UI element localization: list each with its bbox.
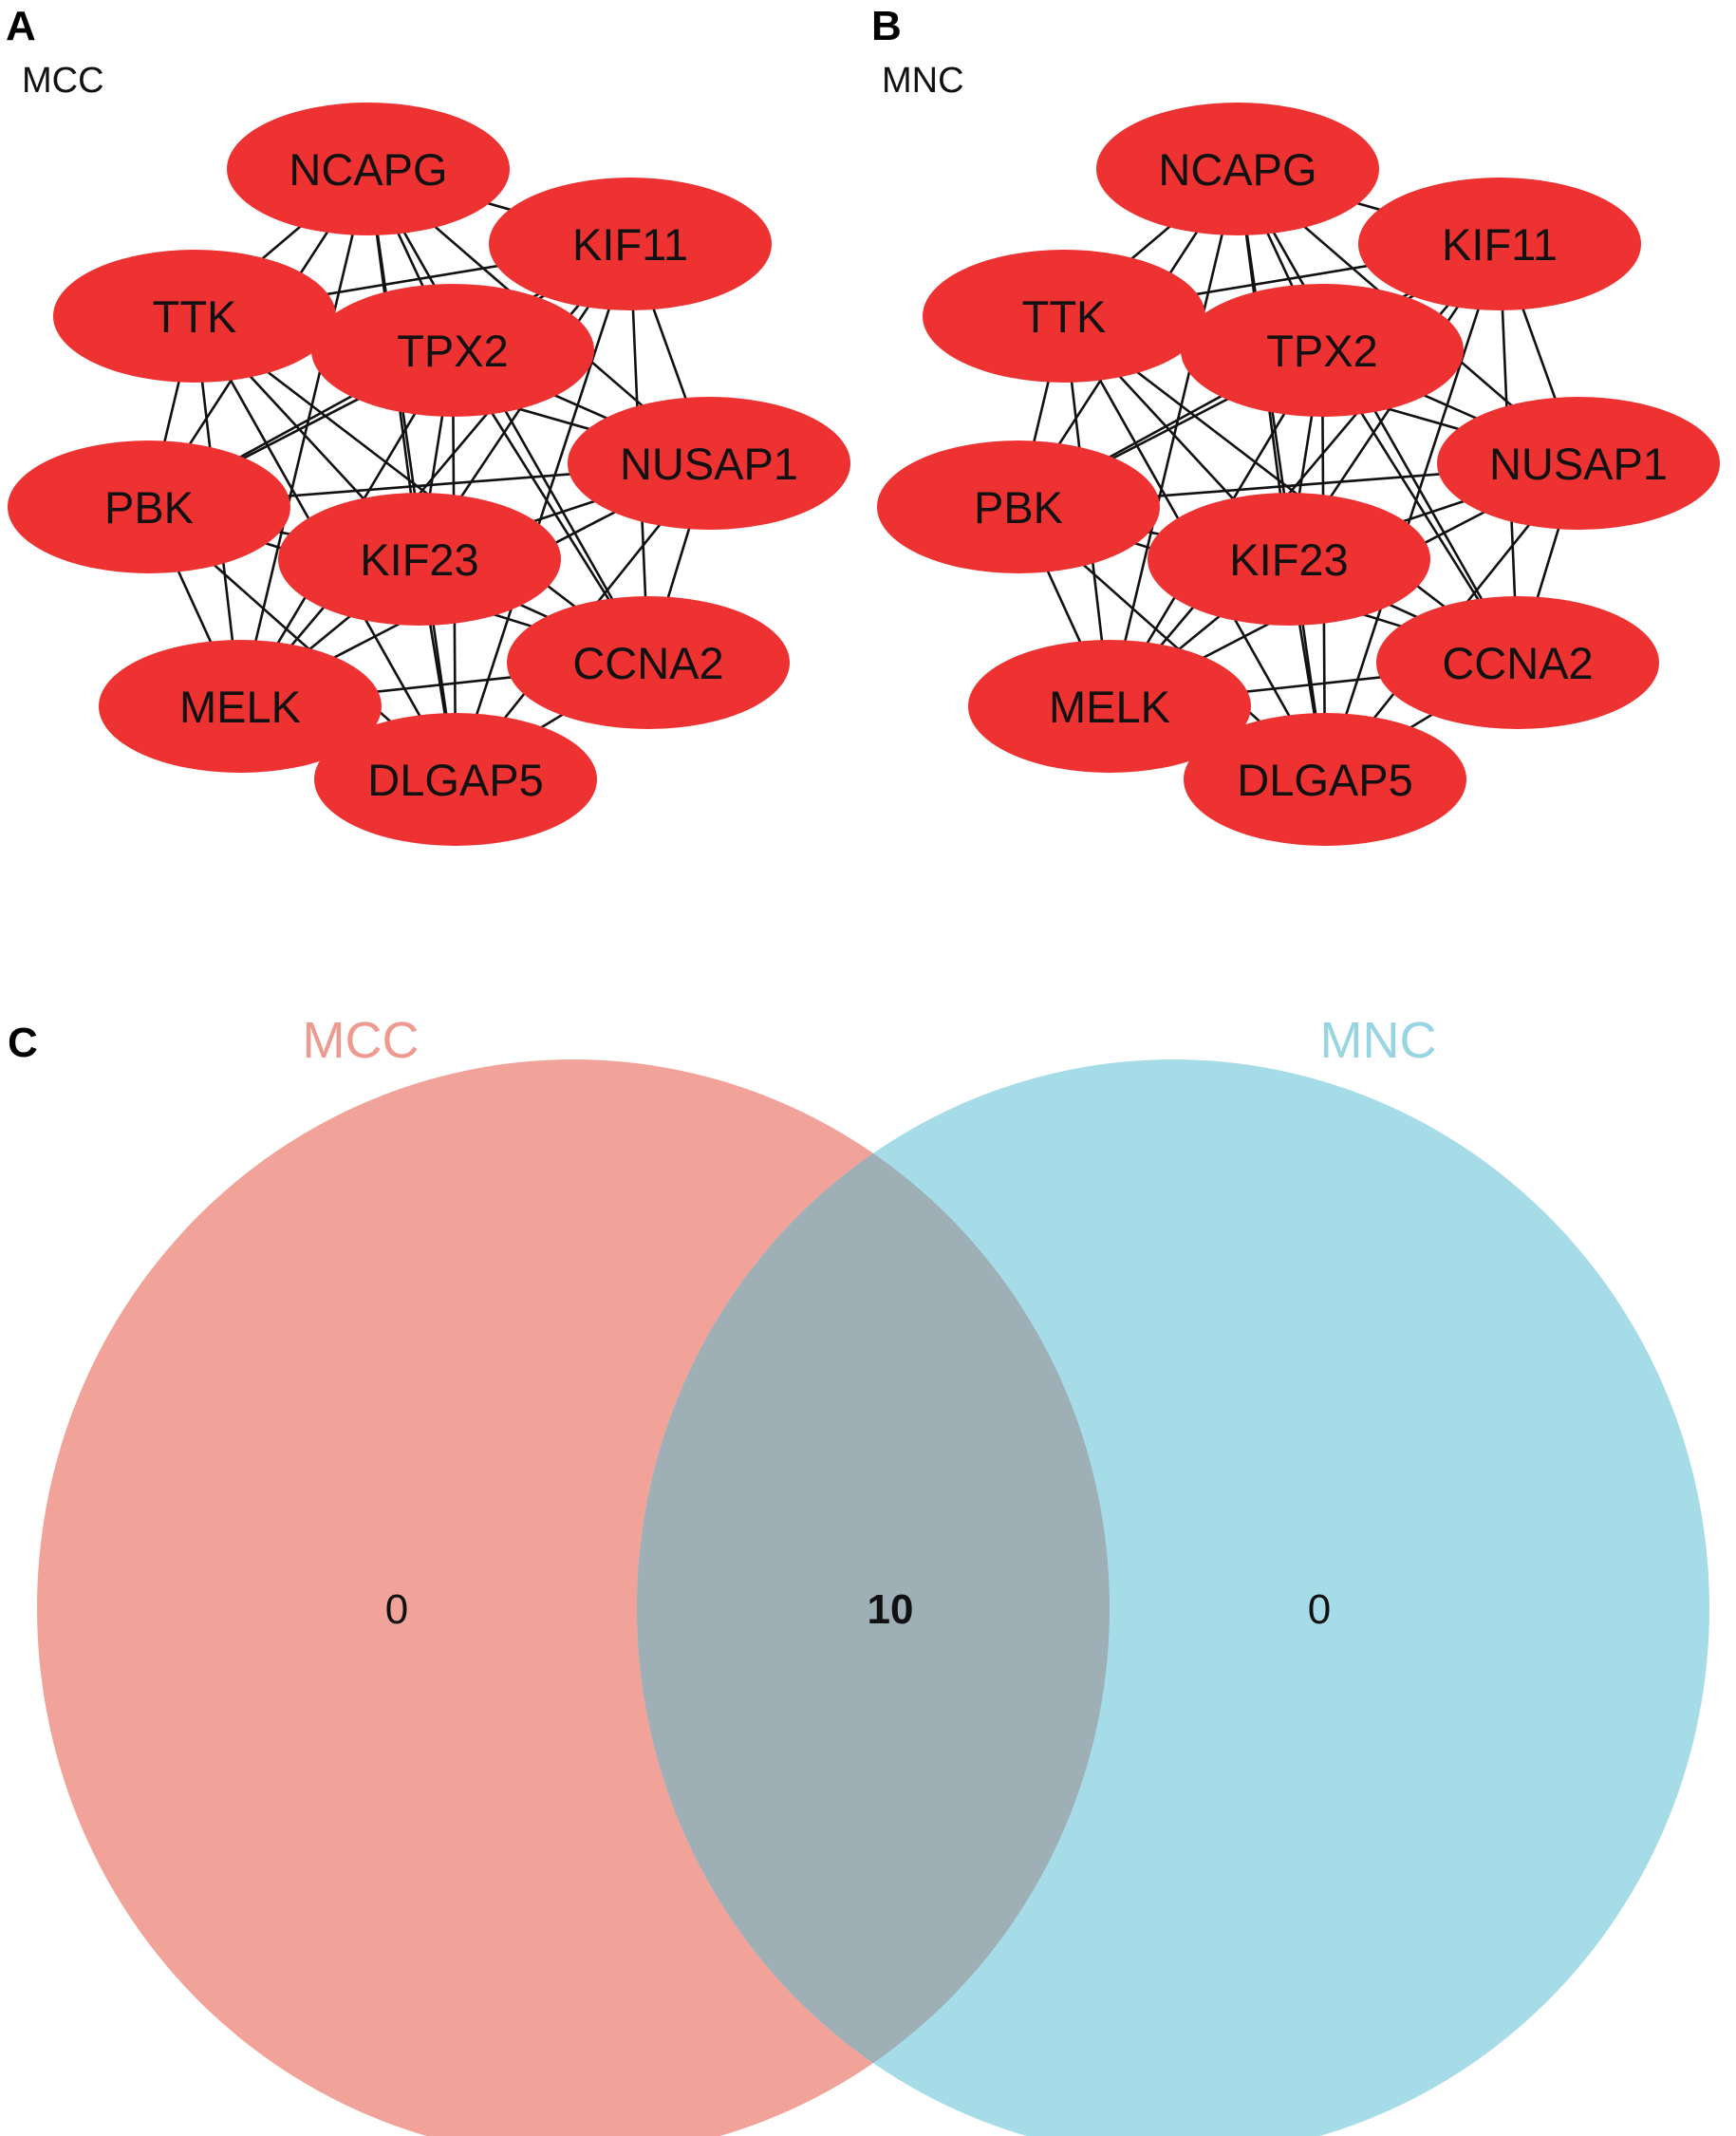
node-ttk: TTK (923, 250, 1205, 383)
venn-set-title-mcc: MCC (303, 1012, 420, 1069)
venn-count-overlap: 10 (868, 1586, 914, 1633)
node-label: DLGAP5 (367, 755, 543, 805)
node-shape (1148, 493, 1430, 626)
node-pbk: PBK (8, 440, 290, 573)
node-dlgap5: DLGAP5 (1184, 713, 1466, 846)
node-label: MELK (179, 682, 301, 732)
node-label: PBK (104, 482, 194, 533)
node-tpx2: TPX2 (1181, 284, 1464, 417)
node-shape (99, 640, 382, 773)
node-label: KIF23 (360, 534, 478, 585)
panel-b-subtitle: MNC (882, 61, 964, 101)
node-shape (1181, 284, 1464, 417)
edge-ncapg-melk (238, 168, 370, 707)
node-ncapg: NCAPG (1096, 103, 1379, 235)
node-label: NUSAP1 (1489, 439, 1668, 489)
panel-letter-a: A (6, 3, 36, 49)
node-shape (877, 440, 1160, 573)
node-label: NCAPG (289, 144, 447, 195)
panel-a-subtitle: MCC (22, 61, 104, 101)
node-kif11: KIF11 (489, 178, 772, 310)
node-nusap1: NUSAP1 (1437, 397, 1720, 530)
node-label: CCNA2 (572, 638, 723, 688)
panel-letter-c: C (8, 1020, 38, 1066)
node-nusap1: NUSAP1 (568, 397, 850, 530)
edge-ncapg-melk (1108, 168, 1240, 707)
node-shape (489, 178, 772, 310)
node-shape (311, 284, 594, 417)
node-label: MELK (1049, 682, 1170, 732)
node-dlgap5: DLGAP5 (314, 713, 597, 846)
node-shape (1184, 713, 1466, 846)
node-tpx2: TPX2 (311, 284, 594, 417)
node-shape (8, 440, 290, 573)
edge-ncapg-dlgap5 (1236, 168, 1327, 780)
node-melk: MELK (99, 640, 382, 773)
node-shape (507, 596, 790, 729)
edge-ncapg-ccna2 (366, 168, 650, 664)
venn-count-mcc-only: 0 (385, 1586, 408, 1633)
panel-c-venn: C MCC MNC 0 10 0 (8, 1012, 1709, 2136)
node-ttk: TTK (53, 250, 336, 383)
node-label: NUSAP1 (620, 439, 798, 489)
node-ncapg: NCAPG (227, 103, 510, 235)
node-label: TTK (1022, 291, 1107, 342)
node-shape (568, 397, 850, 530)
edge-ttk-ccna2 (194, 314, 649, 665)
node-label: KIF11 (572, 219, 688, 270)
node-shape (278, 493, 561, 626)
node-kif23: KIF23 (1148, 493, 1430, 626)
panel-letter-b: B (871, 3, 902, 49)
node-shape (1358, 178, 1641, 310)
edge-kif11-dlgap5 (1323, 243, 1502, 780)
node-shape (968, 640, 1251, 773)
venn-set-title-mnc: MNC (1320, 1012, 1437, 1069)
node-shape (53, 250, 336, 383)
edge-ncapg-ccna2 (1236, 168, 1520, 664)
node-label: TPX2 (397, 326, 509, 376)
node-shape (227, 103, 510, 235)
node-label: NCAPG (1158, 144, 1316, 195)
node-kif23: KIF23 (278, 493, 561, 626)
node-melk: MELK (968, 640, 1251, 773)
node-label: KIF11 (1442, 219, 1558, 270)
node-label: CCNA2 (1442, 638, 1593, 688)
node-ccna2: CCNA2 (1376, 596, 1659, 729)
node-shape (1437, 397, 1720, 530)
node-label: KIF23 (1229, 534, 1348, 585)
node-label: TTK (153, 291, 237, 342)
node-shape (314, 713, 597, 846)
node-label: DLGAP5 (1237, 755, 1412, 805)
node-pbk: PBK (877, 440, 1160, 573)
node-label: TPX2 (1266, 326, 1378, 376)
node-ccna2: CCNA2 (507, 596, 790, 729)
node-label: PBK (974, 482, 1063, 533)
edge-ttk-ccna2 (1063, 314, 1519, 665)
node-shape (923, 250, 1205, 383)
node-shape (1096, 103, 1379, 235)
edge-kif11-dlgap5 (454, 243, 632, 780)
node-kif11: KIF11 (1358, 178, 1641, 310)
venn-count-mnc-only: 0 (1308, 1586, 1331, 1633)
venn-overlap-region (637, 1059, 1110, 2136)
edge-ncapg-dlgap5 (366, 168, 457, 780)
node-shape (1376, 596, 1659, 729)
